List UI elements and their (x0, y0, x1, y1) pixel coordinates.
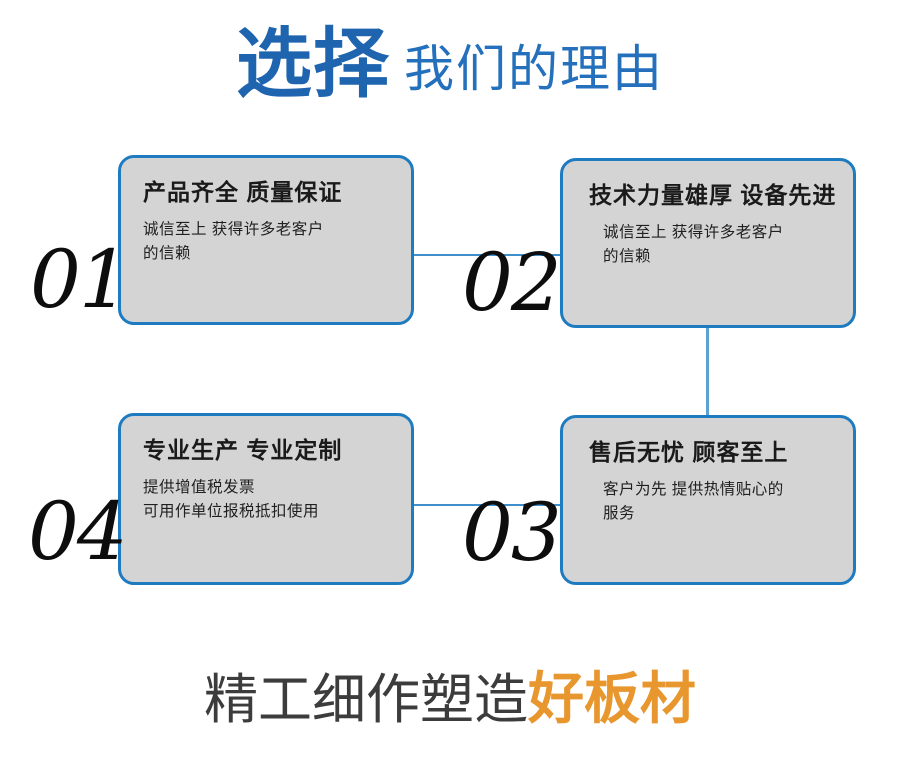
feature-card-04-number: 04 (28, 485, 128, 578)
feature-card-02-number: 02 (462, 236, 562, 329)
page-title: 选择我们的理由 (0, 26, 900, 102)
feature-card-03-line-1: 客户为先 提供热情贴心的 (603, 481, 784, 499)
feature-card-01-title: 产品齐全 质量保证 (143, 179, 343, 205)
page-title-light: 我们的理由 (404, 41, 664, 97)
connector-line-02-03 (706, 322, 709, 418)
footer-slogan-dark: 精工细作塑造 (204, 670, 528, 730)
feature-card-03-title: 售后无忧 顾客至上 (589, 439, 789, 465)
page-title-strong: 选择 (236, 19, 390, 108)
feature-card-01[interactable]: 产品齐全 质量保证 诚信至上 获得许多老客户 的信赖 (118, 155, 414, 325)
feature-card-01-line-1: 诚信至上 获得许多老客户 (143, 221, 324, 239)
feature-card-02-body: 诚信至上 获得许多老客户 的信赖 (585, 221, 833, 268)
feature-card-01-line-2: 的信赖 (143, 244, 192, 262)
feature-card-01-number: 01 (30, 233, 130, 326)
feature-card-04[interactable]: 专业生产 专业定制 提供增值税发票 可用作单位报税抵扣使用 (118, 413, 414, 585)
connector-line-01-02 (410, 254, 563, 256)
feature-card-03-body: 客户为先 提供热情贴心的 服务 (585, 478, 833, 525)
footer-slogan-accent: 好板材 (528, 667, 696, 732)
feature-card-02[interactable]: 技术力量雄厚 设备先进 诚信至上 获得许多老客户 的信赖 (560, 158, 856, 328)
connector-line-04-03 (410, 504, 563, 506)
feature-card-04-body: 提供增值税发票 可用作单位报税抵扣使用 (143, 476, 391, 523)
footer-slogan: 精工细作塑造好板材 (0, 672, 900, 728)
feature-card-04-line-2: 可用作单位报税抵扣使用 (143, 502, 320, 520)
feature-card-01-body: 诚信至上 获得许多老客户 的信赖 (143, 218, 391, 265)
feature-card-02-line-1: 诚信至上 获得许多老客户 (603, 224, 784, 242)
feature-card-02-title: 技术力量雄厚 设备先进 (589, 182, 837, 208)
feature-card-03-number: 03 (462, 486, 562, 579)
feature-card-03[interactable]: 售后无忧 顾客至上 客户为先 提供热情贴心的 服务 (560, 415, 856, 585)
feature-card-04-line-1: 提供增值税发票 (143, 479, 256, 497)
feature-card-03-line-2: 服务 (603, 504, 636, 522)
feature-card-02-line-2: 的信赖 (603, 247, 652, 265)
feature-card-04-title: 专业生产 专业定制 (143, 437, 343, 463)
